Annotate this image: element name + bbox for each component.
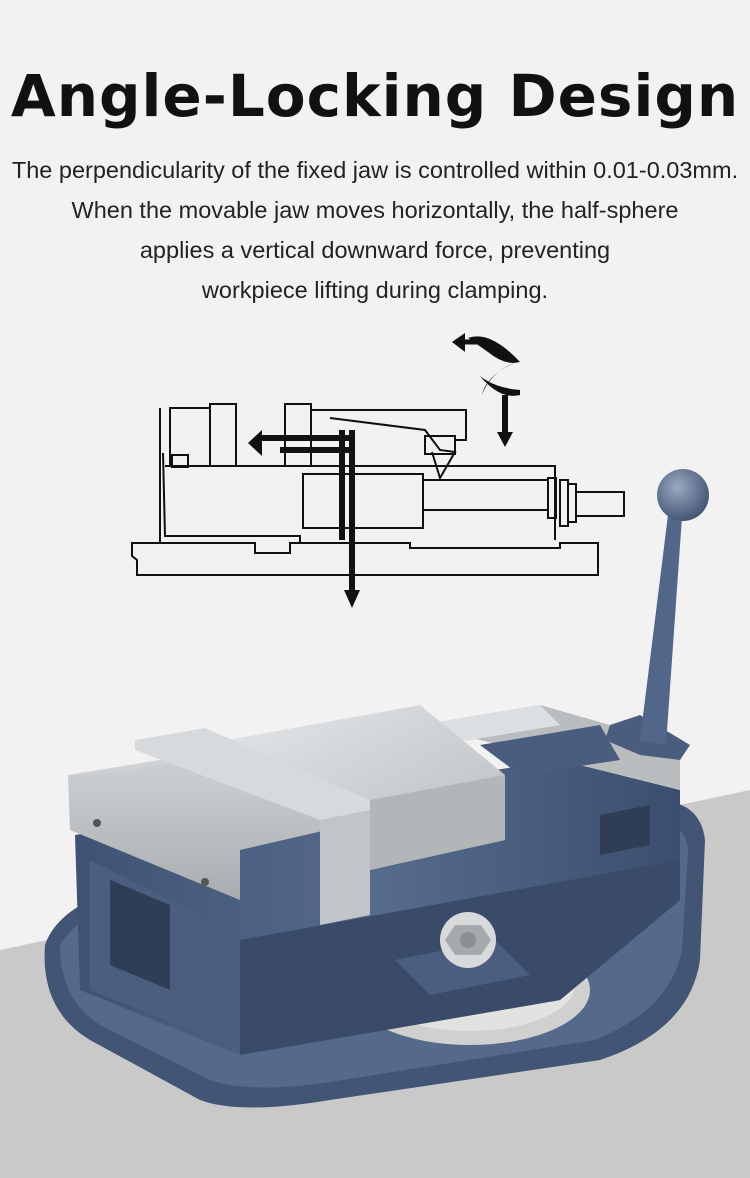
angle-lock-vise-photo — [44, 469, 709, 1108]
description: The perpendicularity of the fixed jaw is… — [0, 150, 750, 310]
description-line-4: workpiece lifting during clamping. — [201, 277, 549, 303]
description-line-2: When the movable jaw moves horizontally,… — [71, 197, 679, 223]
vise-cross-section-diagram — [131, 333, 625, 608]
page-title: Angle-Locking Design — [10, 62, 740, 130]
description-line-1: The perpendicularity of the fixed jaw is… — [11, 157, 739, 183]
description-line-3: applies a vertical downward force, preve… — [139, 237, 611, 263]
